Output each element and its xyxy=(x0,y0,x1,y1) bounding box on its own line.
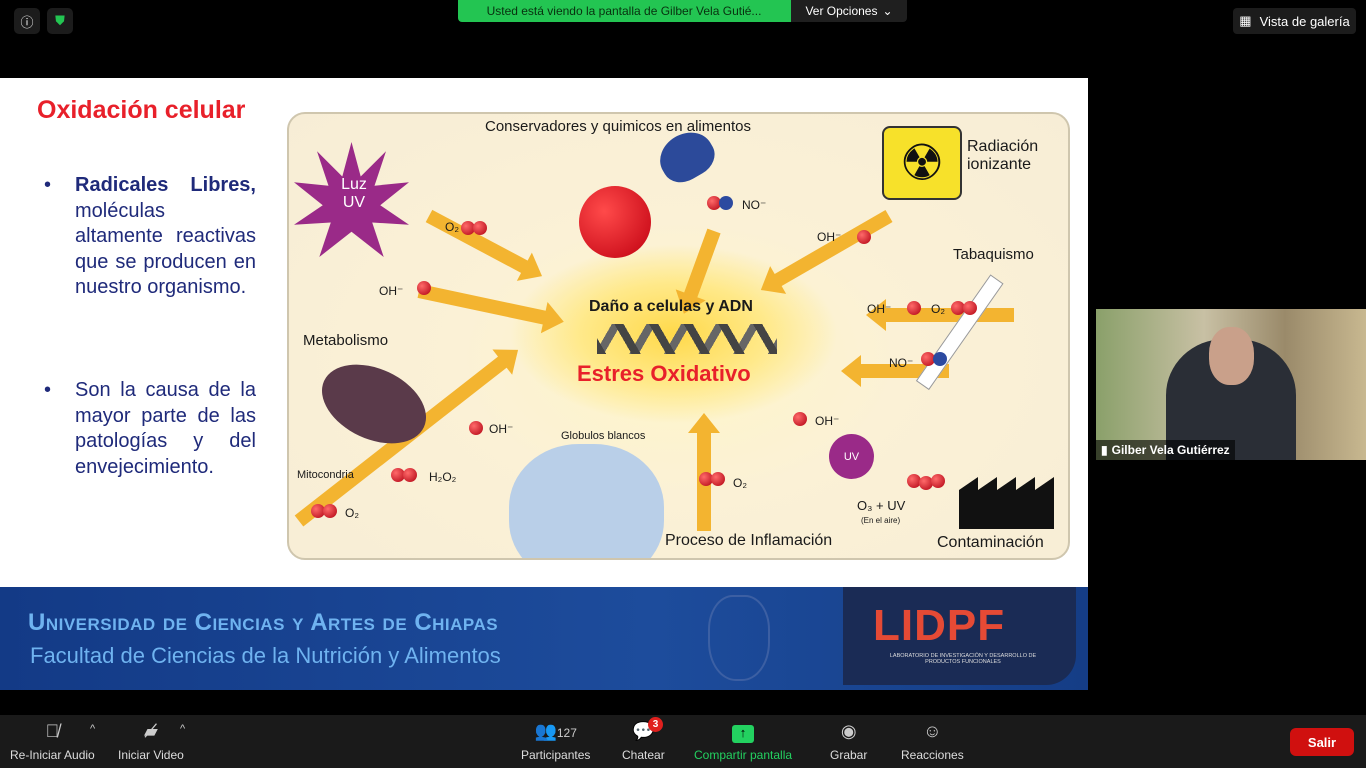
reactions-button[interactable]: ☺ Reacciones xyxy=(901,721,964,762)
participant-name-tag: ▮Gilber Vela Gutiérrez xyxy=(1096,440,1235,460)
cigarette-icon xyxy=(915,274,1004,391)
reactions-icon: ☺ xyxy=(923,721,942,741)
video-chevron-icon[interactable]: ^ xyxy=(180,723,186,735)
shield-icon[interactable]: ⛊ xyxy=(47,8,73,34)
participants-icon: 👥127 xyxy=(534,721,577,741)
mic-muted-icon: 🎙̸ xyxy=(45,721,60,741)
info-icon[interactable]: ⓘ xyxy=(14,8,40,34)
no-label: NO⁻ xyxy=(742,198,767,212)
speaker-face xyxy=(1209,327,1254,385)
lidpf-subtitle: LABORATORIO DE INVESTIGACIÓN Y DESARROLL… xyxy=(889,653,1037,665)
radiacion-label: Radiación ionizante xyxy=(967,138,1039,173)
video-button[interactable]: ▰̸ Iniciar Video xyxy=(118,721,184,762)
no-label: NO⁻ xyxy=(889,356,914,370)
mitocondria-label: Mitocondria xyxy=(297,469,354,481)
arrow xyxy=(425,209,530,274)
share-screen-icon: ↑ xyxy=(732,721,755,743)
university-name: Universidad de Ciencias y Artes de Chiap… xyxy=(28,609,499,636)
bullet-1-bold: Radicales Libres, xyxy=(75,174,256,196)
chat-badge: 3 xyxy=(648,717,663,732)
estres-label: Estres Oxidativo xyxy=(577,361,751,386)
university-seal-icon xyxy=(708,595,770,681)
bullet-1-text: moléculas altamente reactivas que se pro… xyxy=(75,199,256,299)
record-label: Grabar xyxy=(830,748,868,762)
view-options-label: Ver Opciones xyxy=(805,4,878,18)
lidpf-logo: LIDPF LABORATORIO DE INVESTIGACIÓN Y DES… xyxy=(843,587,1076,685)
dna-icon xyxy=(597,324,777,354)
gallery-view-label: Vista de galería xyxy=(1259,13,1350,29)
o2-label: O₂ xyxy=(345,506,359,520)
tabaquismo-label: Tabaquismo xyxy=(953,246,1034,263)
share-label: Compartir pantalla xyxy=(694,748,793,762)
grid-icon: ▦ xyxy=(1239,13,1252,28)
o2-label: O₂ xyxy=(445,220,459,234)
en-aire-label: (En el aire) xyxy=(861,516,901,525)
share-screen-button[interactable]: ↑ Compartir pantalla xyxy=(694,721,792,762)
globulos-label: Globulos blancos xyxy=(561,430,646,442)
o2-label: O₂ xyxy=(931,302,945,316)
participant-video[interactable]: ▮Gilber Vela Gutiérrez xyxy=(1096,309,1366,460)
o3-uv-label: O₃ + UV xyxy=(857,498,906,513)
faculty-name: Facultad de Ciencias de la Nutrición y A… xyxy=(30,643,501,668)
participants-count: 127 xyxy=(556,726,577,740)
chevron-down-icon: ⌄ xyxy=(882,4,893,18)
arrow xyxy=(884,308,1014,322)
oxidative-stress-diagram: Luz UV Conservadores y quimicos en alime… xyxy=(287,112,1070,560)
white-cell-icon xyxy=(509,444,664,558)
reactions-label: Reacciones xyxy=(901,748,964,762)
lidpf-logo-text: LIDPF xyxy=(873,601,1006,650)
record-icon: ◉ xyxy=(840,721,857,741)
oh-label: OH⁻ xyxy=(815,414,840,428)
gallery-view-button[interactable]: ▦ Vista de galería xyxy=(1233,8,1356,34)
slide-footer: Universidad de Ciencias y Artes de Chiap… xyxy=(0,587,1088,690)
video-label: Iniciar Video xyxy=(118,748,184,762)
participant-name: Gilber Vela Gutiérrez xyxy=(1111,443,1230,457)
video-off-icon: ▰̸ xyxy=(143,721,158,741)
uv-small-icon: UV xyxy=(829,434,874,479)
meeting-toolbar: 🎙̸ Re-Iniciar Audio ^ ▰̸ Iniciar Video ^ 👥… xyxy=(0,715,1366,768)
oh-label: OH⁻ xyxy=(867,302,892,316)
o2-label: O₂ xyxy=(733,476,747,490)
audio-button[interactable]: 🎙̸ Re-Iniciar Audio xyxy=(10,721,95,762)
bullet-2-text: Son la causa de la mayor parte de las pa… xyxy=(75,379,256,478)
slide-title: Oxidación celular xyxy=(37,96,246,124)
signal-icon: ▮ xyxy=(1101,443,1108,457)
contaminacion-label: Contaminación xyxy=(937,534,1044,551)
leave-button[interactable]: Salir xyxy=(1290,728,1354,756)
radiation-icon: ☢ xyxy=(882,126,962,200)
bullet-1: •Radicales Libres, moléculas altamente r… xyxy=(44,174,256,299)
uv-label: UV xyxy=(843,450,860,463)
oh-label: OH⁻ xyxy=(379,284,404,298)
dano-label: Daño a celulas y ADN xyxy=(589,298,753,315)
audio-label: Re-Iniciar Audio xyxy=(10,748,95,762)
sharing-banner: Usted está viendo la pantalla de Gilber … xyxy=(458,0,790,22)
mitochondria-icon xyxy=(309,349,439,459)
h2o2-label: H₂O₂ xyxy=(429,470,457,484)
view-options-button[interactable]: Ver Opciones ⌄ xyxy=(790,0,907,22)
inflamacion-label: Proceso de Inflamación xyxy=(665,532,833,549)
bullet-2: •Son la causa de la mayor parte de las p… xyxy=(44,378,256,480)
chat-label: Chatear xyxy=(622,748,665,762)
luz-uv-label: Luz UV xyxy=(341,176,367,211)
shared-slide: Oxidación celular •Radicales Libres, mol… xyxy=(0,78,1088,690)
record-button[interactable]: ◉ Grabar xyxy=(830,721,867,762)
audio-chevron-icon[interactable]: ^ xyxy=(90,723,96,735)
factory-icon xyxy=(959,477,1054,529)
apple-icon xyxy=(579,186,651,258)
metabolismo-label: Metabolismo xyxy=(303,332,389,349)
conservadores-label: Conservadores y quimicos en alimentos xyxy=(485,118,751,135)
oh-label: OH⁻ xyxy=(489,422,514,436)
oh-label: OH⁻ xyxy=(817,230,842,244)
participants-label: Participantes xyxy=(521,748,591,762)
